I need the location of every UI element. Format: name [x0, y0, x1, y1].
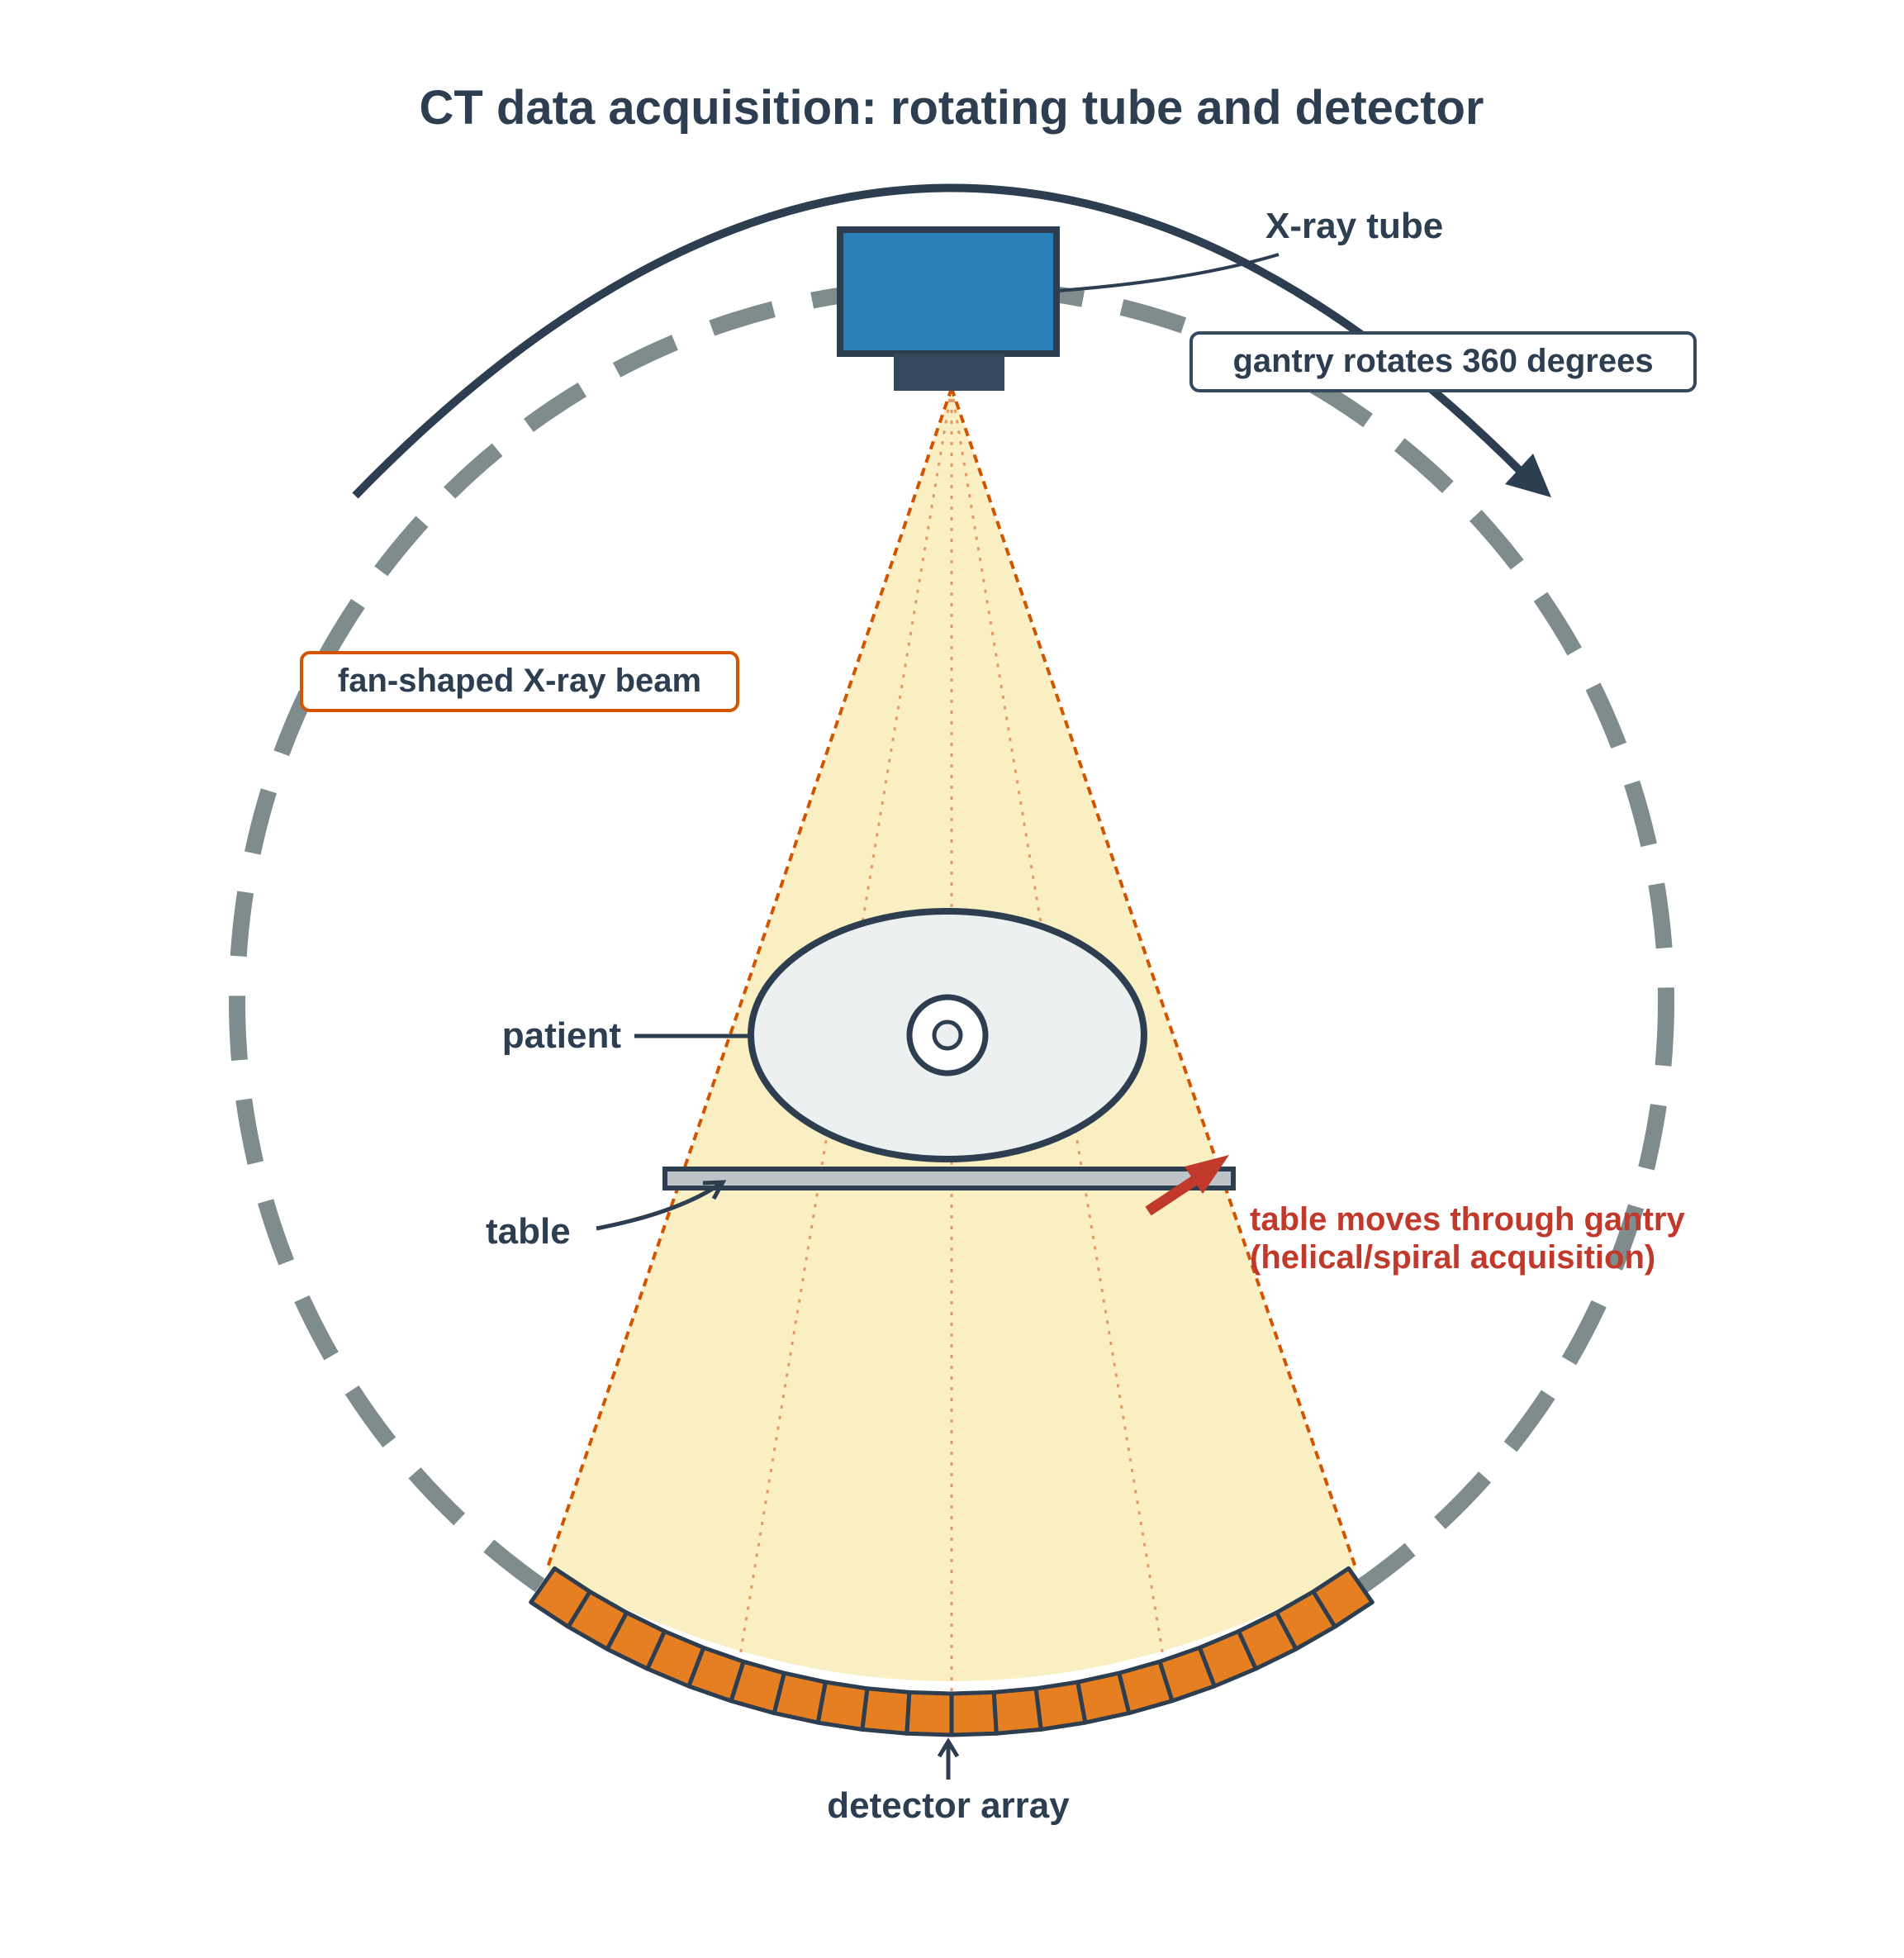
table-leader-arrowhead: [702, 1180, 727, 1200]
detector-element: [1033, 1680, 1088, 1732]
table-leader: [596, 1181, 722, 1231]
detector-element: [860, 1686, 912, 1736]
xray-tube-leader: [1056, 253, 1280, 292]
diagram-title: CT data acquisition: rotating tube and d…: [420, 81, 1484, 135]
table-motion-label-line2: (helical/spiral acquisition): [1250, 1239, 1655, 1276]
table-motion-label-line1: table moves through gantry: [1250, 1201, 1685, 1238]
patient-label: patient: [502, 1015, 622, 1056]
xray-tube-label: X-ray tube: [1265, 206, 1443, 246]
detector-element: [991, 1686, 1043, 1736]
detector-element: [905, 1689, 954, 1737]
rotation-arrowhead: [1505, 454, 1551, 497]
gantry-rotation-label-box: [1189, 331, 1697, 392]
collimator: [894, 354, 1004, 391]
detector-array-label: detector array: [827, 1785, 1070, 1826]
patient-table: [662, 1167, 1236, 1190]
xray-tube: [837, 226, 1060, 357]
table-motion-arrowhead: [1185, 1155, 1229, 1194]
detector-element: [949, 1689, 999, 1737]
detector-array: [529, 1566, 1375, 1737]
detector-leader-arrowhead: [937, 1737, 960, 1758]
beam-edge-left: [545, 387, 953, 1571]
fan-beam-label-box: [300, 651, 739, 712]
gantry-rotation-label: gantry rotates 360 degrees: [1232, 343, 1653, 379]
table-motion-label: table moves through gantry (helical/spir…: [1250, 1201, 1694, 1276]
patient-spinal-canal: [932, 1019, 963, 1051]
beam-edge-right: [950, 387, 1358, 1571]
table-motion-arrow: [1145, 1171, 1205, 1216]
detector-element: [529, 1566, 592, 1629]
fan-beam-label: fan-shaped X-ray beam: [338, 663, 701, 699]
table-label: table: [486, 1211, 571, 1252]
